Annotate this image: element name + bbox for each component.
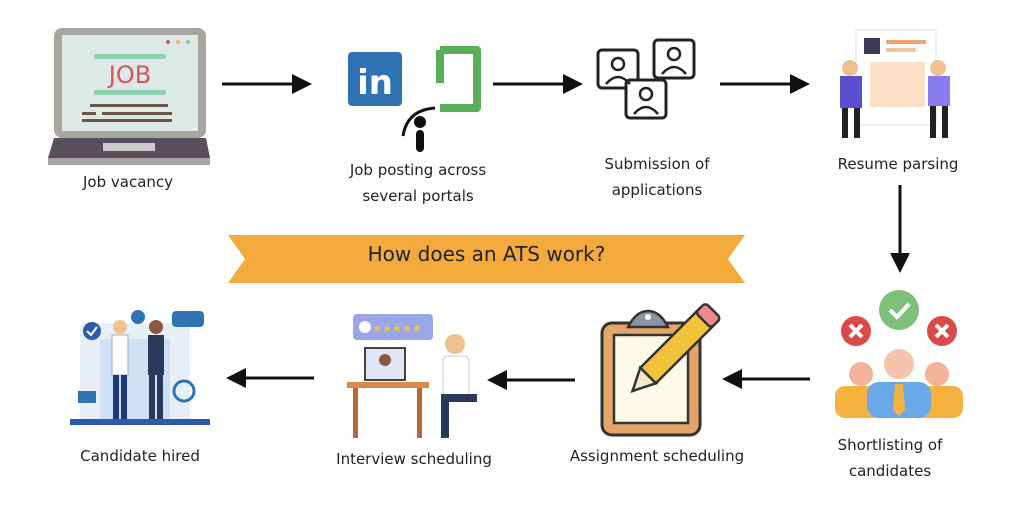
svg-text:★★★★★: ★★★★★ <box>372 322 421 335</box>
step-label-submission: Submission of applications <box>604 151 709 203</box>
step-label-interview: Interview scheduling <box>336 450 492 468</box>
linkedin-text: in <box>357 63 393 103</box>
arrow-left-icon <box>487 370 575 390</box>
job-icon-text: JOB <box>107 61 151 89</box>
label-line: applications <box>611 181 703 199</box>
interview-icon: ★★★★★ <box>347 314 477 438</box>
arrow-left-icon <box>722 369 810 389</box>
resume-parsing-icon <box>840 29 950 138</box>
label-line: Submission of <box>604 155 710 173</box>
job-portals-icon: in <box>348 46 481 152</box>
label-line: several portals <box>362 187 474 205</box>
label-line: Shortlisting of <box>837 436 943 454</box>
label-line: Job posting across <box>349 161 487 179</box>
arrow-left-icon <box>226 368 314 388</box>
applications-icon <box>596 38 696 120</box>
arrow-right-icon <box>222 74 312 94</box>
label-line: candidates <box>848 462 932 480</box>
step-label-shortlisting: Shortlisting of candidates <box>838 432 943 484</box>
handshake-icon <box>70 310 210 425</box>
shortlisting-icon <box>835 290 963 418</box>
diagram-title: How does an ATS work? <box>367 242 606 266</box>
arrow-right-icon <box>493 74 583 94</box>
step-label-candidate-hired: Candidate hired <box>80 447 200 465</box>
step-label-job-vacancy: Job vacancy <box>82 173 174 191</box>
title-banner <box>228 235 745 283</box>
laptop-job-icon: JOB <box>48 28 210 165</box>
clipboard-pencil-icon <box>600 303 721 437</box>
arrow-right-icon <box>720 74 810 94</box>
step-label-resume-parsing: Resume parsing <box>837 155 959 173</box>
arrow-down-icon <box>890 185 910 273</box>
step-label-assignment: Assignment scheduling <box>569 447 745 465</box>
step-label-job-posting: Job posting across several portals <box>350 157 486 209</box>
